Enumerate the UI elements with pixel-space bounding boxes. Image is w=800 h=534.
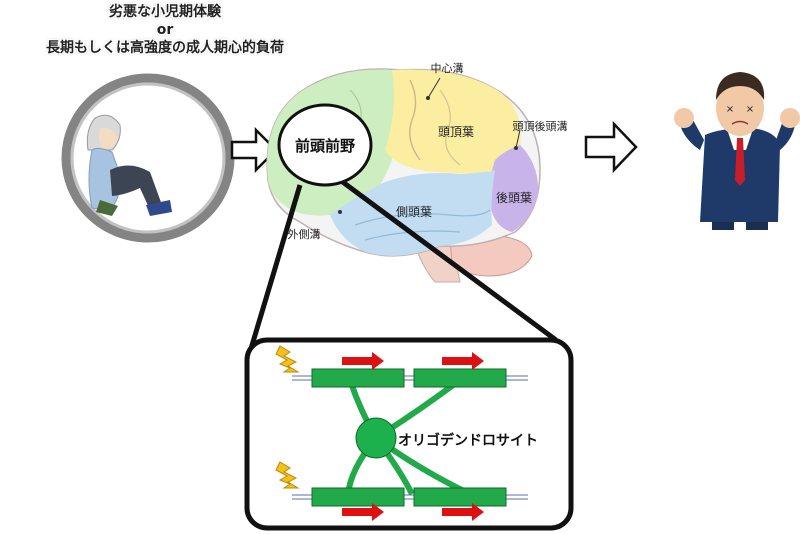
zoom-line-right bbox=[338, 177, 558, 343]
parietal-lobe bbox=[385, 69, 521, 174]
child-shoe bbox=[146, 200, 172, 216]
stressed-man-illustration: × × bbox=[674, 72, 800, 230]
title-line-1: 劣悪な小児期体験 bbox=[109, 4, 221, 20]
label-parietal-lobe: 頭頂葉 bbox=[438, 125, 474, 139]
zoom-line-left bbox=[247, 184, 303, 353]
child-shoe-2 bbox=[96, 200, 118, 216]
signal-arrow-4 bbox=[442, 503, 484, 521]
child-pants bbox=[110, 165, 162, 210]
oligodendrocyte-cell-body bbox=[355, 417, 397, 459]
label-parieto-occipital-sulcus: 頭頂後頭溝 bbox=[513, 119, 568, 133]
parieto-occipital-leader bbox=[515, 129, 521, 149]
label-prefrontal: 前頭前野 bbox=[295, 137, 355, 155]
man-tie bbox=[735, 138, 745, 186]
man-mouth bbox=[731, 120, 749, 125]
myelin-sheath-3 bbox=[311, 487, 405, 507]
man-leg-left bbox=[712, 222, 734, 230]
lightning-icon-bottom bbox=[275, 461, 300, 489]
man-eye-right: × bbox=[746, 104, 754, 115]
label-temporal-lobe: 側頭葉 bbox=[396, 205, 432, 219]
signal-arrow-1 bbox=[342, 352, 384, 370]
occipital-lobe bbox=[489, 145, 539, 232]
myelin-sheath-4 bbox=[413, 487, 507, 507]
central-sulcus-line bbox=[409, 79, 421, 161]
gyrus-line-4 bbox=[354, 209, 491, 226]
man-hair bbox=[716, 72, 765, 100]
title-line-3: 長期もしくは高強度の成人期心的負荷 bbox=[46, 40, 284, 56]
man-face bbox=[716, 80, 764, 136]
label-occipital-lobe: 後頭葉 bbox=[496, 191, 532, 205]
man-left-hand bbox=[674, 108, 694, 128]
man-eye-left: × bbox=[726, 104, 734, 115]
child-face bbox=[99, 127, 118, 150]
brush-circle-inner bbox=[70, 82, 226, 234]
man-right-hand bbox=[780, 108, 800, 128]
child-illustration bbox=[61, 73, 235, 243]
central-sulcus-leader bbox=[427, 77, 441, 99]
prefrontal-highlight-circle bbox=[277, 103, 373, 187]
signal-arrow-2 bbox=[442, 352, 484, 370]
hollow-arrow-2 bbox=[584, 120, 638, 174]
label-oligodendrocyte: オリゴデンドロサイト bbox=[398, 432, 538, 449]
signal-arrow-3 bbox=[342, 503, 384, 521]
label-lateral-sulcus: 外側溝 bbox=[288, 228, 321, 241]
lateral-sulcus-dot bbox=[338, 210, 342, 214]
label-central-sulcus: 中心溝 bbox=[431, 62, 464, 75]
myelin-sheath-1 bbox=[311, 368, 405, 388]
brush-circle bbox=[61, 73, 235, 243]
man-leg-right bbox=[746, 222, 768, 230]
title-line-2: or bbox=[156, 22, 174, 38]
hollow-arrow-1 bbox=[230, 126, 278, 174]
temporal-lobe bbox=[330, 170, 495, 256]
myelin-sheath-2 bbox=[413, 368, 507, 388]
lightning-icon-top bbox=[275, 345, 300, 373]
gyrus-line-1 bbox=[439, 89, 461, 166]
